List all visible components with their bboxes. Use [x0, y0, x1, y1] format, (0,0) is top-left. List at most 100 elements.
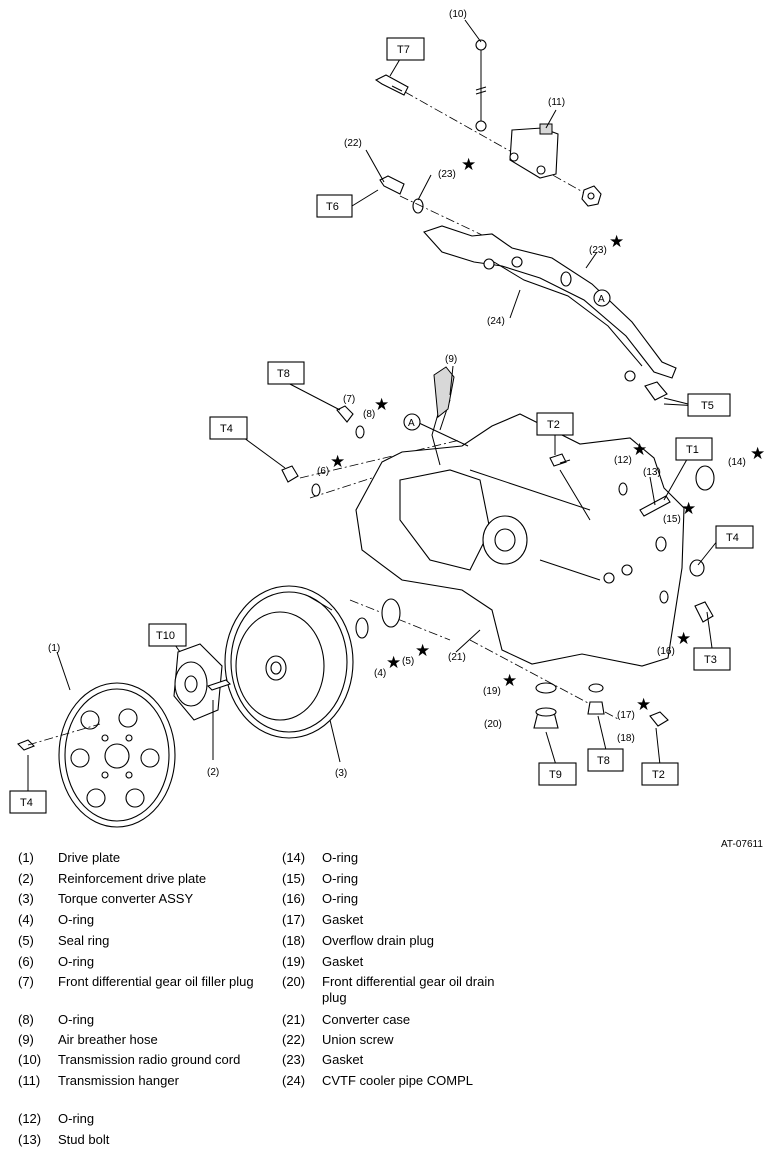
callout-3: (3): [335, 768, 347, 779]
callout-19: (19): [483, 686, 501, 697]
callout-14: (14): [728, 457, 746, 468]
legend-number: (4): [18, 912, 34, 927]
legend-number: (6): [18, 954, 34, 969]
legend-item: (24) CVTF cooler pipe COMPL: [282, 1073, 542, 1089]
legend-text: Air breather hose: [58, 1032, 158, 1047]
legend-item: (2)Reinforcement drive plate: [18, 871, 278, 887]
callout-23: (23): [438, 169, 456, 180]
legend-number: (5): [18, 933, 34, 948]
figure-reference: AT-07611: [721, 839, 763, 850]
callout-2: (2): [207, 767, 219, 778]
legend-number: (3): [18, 891, 34, 906]
legend-item: (9) Air breather hose: [18, 1032, 278, 1048]
legend-text: O-ring: [322, 871, 359, 886]
star-icon: ★: [386, 653, 401, 672]
converter-case: [299, 366, 685, 721]
star-icon: ★: [502, 671, 517, 690]
legend-number: (23): [282, 1052, 306, 1067]
legend-item: (20)Front differential gear oil drain pl…: [282, 974, 542, 1005]
callout-21: (21): [448, 652, 466, 663]
legend-number: (20): [282, 974, 306, 989]
torque-tag-t6: T6: [326, 201, 339, 213]
callout-22: (22): [344, 138, 362, 149]
torque-tag-t3: T3: [704, 654, 717, 666]
star-icon: ★: [330, 452, 345, 471]
legend-number: (1): [18, 850, 34, 865]
leader-lines: [27, 19, 719, 792]
star-icon: ★: [415, 641, 430, 660]
reference-markers: A A: [403, 289, 611, 431]
legend-item: (11)Transmission hanger: [18, 1073, 278, 1089]
torque-tag-t2: T2: [652, 769, 665, 781]
callout-17: (17): [617, 710, 635, 721]
legend-text: O-ring: [58, 912, 95, 927]
marker-a-label: A: [408, 418, 415, 429]
legend-text: Transmission radio ground cord: [58, 1052, 241, 1067]
torque-tag-t4: T4: [220, 423, 233, 435]
star-icon: ★: [750, 444, 765, 463]
small-parts: [281, 405, 715, 729]
legend-item: (21) Converter case: [282, 1012, 542, 1028]
legend-item: (6) O-ring: [18, 954, 278, 970]
legend-text: Torque converter ASSY: [58, 891, 194, 906]
torque-tag-t1: T1: [686, 444, 699, 456]
legend-text: Gasket: [322, 1052, 364, 1067]
legend-item: (14)O-ring: [282, 850, 542, 866]
callout-16: (16): [657, 646, 675, 657]
torque-converter: [224, 585, 401, 739]
torque-tag-t4: T4: [726, 532, 739, 544]
legend-text: Drive plate: [58, 850, 121, 865]
legend-text: Gasket: [322, 912, 364, 927]
legend-number: (15): [282, 871, 306, 886]
torque-tag-t9: T9: [549, 769, 562, 781]
callout-5: (5): [402, 656, 414, 667]
marker-a-icon: [593, 289, 611, 307]
legend-item: (23) Gasket: [282, 1052, 542, 1068]
legend-text: O-ring: [322, 850, 359, 865]
marker-a-icon: [403, 413, 421, 431]
star-markers: ★ ★ ★ ★ ★ ★ ★ ★ ★ ★ ★ ★: [330, 155, 765, 714]
legend-text: O-ring: [58, 1012, 95, 1027]
legend-text: Converter case: [322, 1012, 411, 1027]
star-icon: ★: [609, 232, 624, 251]
legend-number: (24): [282, 1073, 306, 1088]
legend-number: (9): [18, 1032, 34, 1047]
callout-11: (11): [548, 97, 565, 108]
legend-item: (3) Torque converter ASSY: [18, 891, 278, 907]
legend-text: Reinforcement drive plate: [58, 871, 207, 886]
torque-tag-t8: T8: [597, 755, 610, 767]
drive-plate: [17, 682, 176, 828]
legend-text: Front differential gear oil filler plug: [58, 974, 254, 989]
legend-number: (10): [18, 1052, 42, 1067]
star-icon: ★: [632, 440, 647, 459]
legend-text: Stud bolt: [58, 1132, 110, 1147]
legend-text: O-ring: [322, 891, 359, 906]
callout-20: (20): [484, 719, 502, 730]
legend-number: (12): [18, 1111, 42, 1126]
legend-number: (16): [282, 891, 306, 906]
legend-text: Gasket: [322, 954, 364, 969]
legend-number: (21): [282, 1012, 306, 1027]
reinforcement-drive-plate: [173, 643, 232, 721]
callout-9: (9): [445, 354, 457, 365]
legend-text: Seal ring: [58, 933, 110, 948]
legend-text: O-ring: [58, 954, 95, 969]
legend-text: CVTF cooler pipe COMPL: [322, 1073, 473, 1088]
legend-text: Transmission hanger: [58, 1073, 179, 1088]
callout-18: (18): [617, 733, 635, 744]
callout-7: (7): [343, 394, 355, 405]
legend-item: (5) Seal ring: [18, 933, 278, 949]
callout-labels: (10) (11) (22) (23) (23) (24) (9) (7) (8…: [48, 9, 746, 779]
legend-item: (4) O-ring: [18, 912, 278, 928]
legend-item: (8)O-ring: [18, 1012, 278, 1028]
callout-4: (4): [374, 668, 386, 679]
legend-text: Overflow drain plug: [322, 933, 434, 948]
legend-number: (18): [282, 933, 306, 948]
star-icon: ★: [681, 499, 696, 518]
legend-item: (16) O-ring: [282, 891, 542, 907]
marker-a-label: A: [598, 294, 605, 305]
callout-10: (10): [449, 9, 467, 20]
legend-number: (17): [282, 912, 306, 927]
legend-item: (7)Front differential gear oil filler pl…: [18, 974, 278, 990]
legend-number: (19): [282, 954, 306, 969]
